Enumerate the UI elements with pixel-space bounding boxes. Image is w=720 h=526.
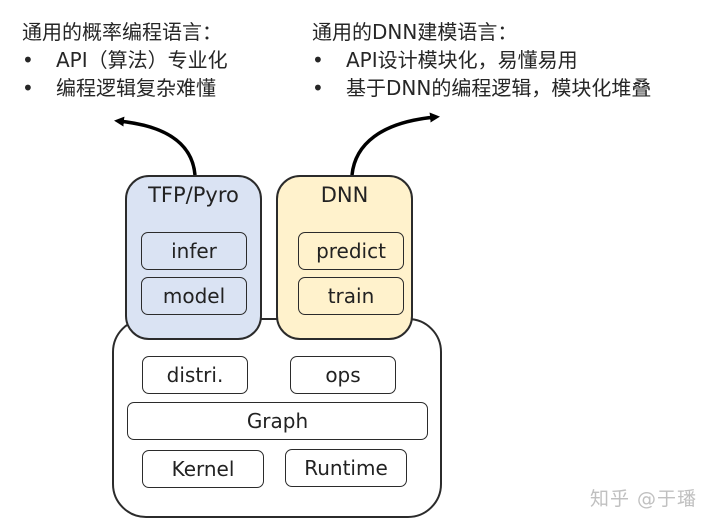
note-title: 通用的DNN建模语言： — [312, 20, 518, 44]
bullet-icon: • — [22, 48, 34, 72]
ops-box: ops — [290, 356, 396, 394]
model-box: model — [141, 277, 247, 315]
dnn-label: DNN — [320, 183, 369, 207]
arrow-left — [114, 116, 197, 176]
note-probabilistic-language: 通用的概率编程语言： • API（算法）专业化 • 编程逻辑复杂难懂 — [22, 18, 228, 102]
bullet-text: 基于DNN的编程逻辑，模块化堆叠 — [346, 76, 652, 100]
arrow-right — [350, 112, 440, 176]
runtime-box: Runtime — [285, 449, 407, 487]
note-bullet: • API设计模块化，易懂易用 — [312, 46, 651, 74]
kernel-box: Kernel — [142, 450, 264, 488]
train-box: train — [298, 277, 404, 315]
dnn-box: DNN predict train — [276, 175, 413, 340]
connector-line — [261, 318, 277, 320]
watermark: 知乎 @于璠 — [590, 488, 698, 510]
distri-box: distri. — [142, 356, 248, 394]
bullet-text: API设计模块化，易懂易用 — [346, 48, 578, 72]
bullet-icon: • — [312, 48, 324, 72]
note-bullet: • 编程逻辑复杂难懂 — [22, 74, 228, 102]
bullet-text: 编程逻辑复杂难懂 — [56, 76, 216, 100]
note-title: 通用的概率编程语言： — [22, 20, 222, 44]
graph-box: Graph — [127, 402, 428, 440]
note-dnn-language: 通用的DNN建模语言： • API设计模块化，易懂易用 • 基于DNN的编程逻辑，模… — [312, 18, 651, 102]
tfp-pyro-label: TFP/Pyro — [148, 183, 239, 207]
infer-box: infer — [141, 232, 247, 270]
note-bullet: • API（算法）专业化 — [22, 46, 228, 74]
predict-box: predict — [298, 232, 404, 270]
base-framework-box: distri. ops Graph Kernel Runtime — [112, 318, 442, 518]
bullet-icon: • — [312, 76, 324, 100]
note-bullet: • 基于DNN的编程逻辑，模块化堆叠 — [312, 74, 651, 102]
tfp-pyro-box: TFP/Pyro infer model — [125, 175, 262, 340]
bullet-text: API（算法）专业化 — [56, 48, 228, 72]
bullet-icon: • — [22, 76, 34, 100]
